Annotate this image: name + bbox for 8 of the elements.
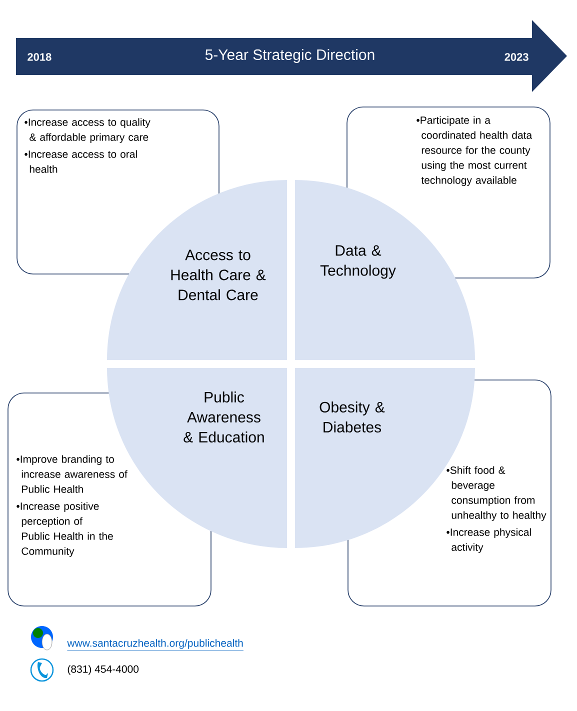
bullet-text: •Increase access to quality & affordable primary care [24, 118, 150, 143]
website-link: www.santacruzhealth.org/publichealth [67, 639, 244, 650]
banner-title: 5-Year Strategic Direction [205, 49, 374, 63]
quadrant-segment: Access to Health Care & Dental Care [107, 180, 287, 360]
phone-number: (831) 454-4000 [68, 665, 139, 675]
bullet-text: •Increase access to oral health [24, 150, 137, 173]
year-label: 2023 [504, 53, 528, 61]
year-label: 2018 [28, 53, 52, 61]
